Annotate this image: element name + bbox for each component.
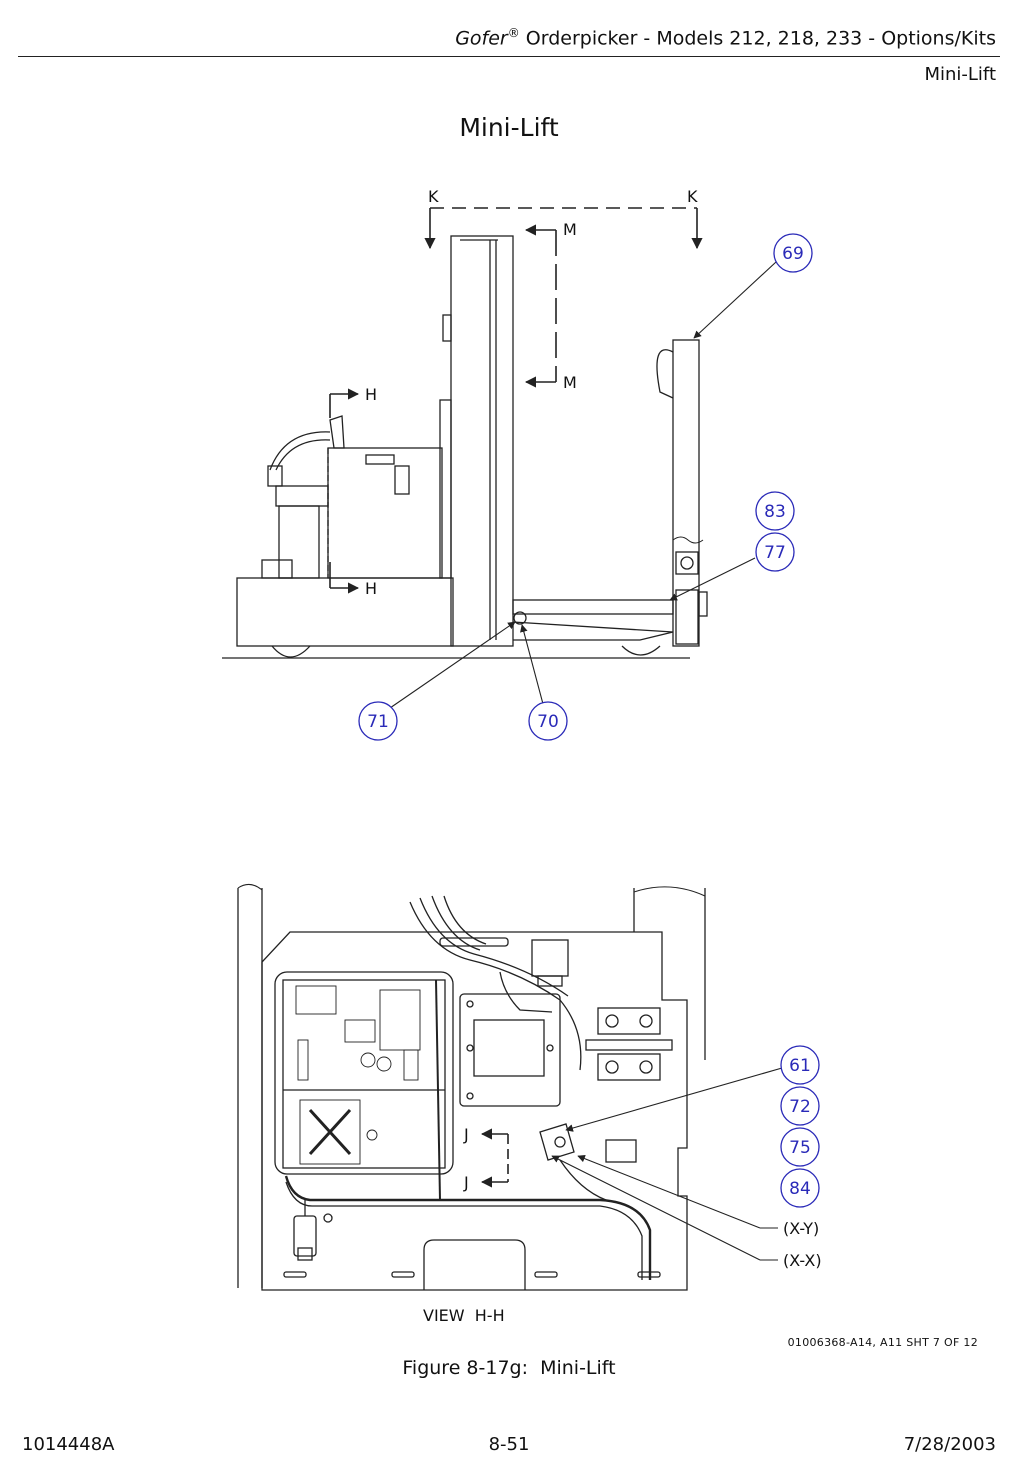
header-rule bbox=[18, 56, 1000, 57]
section-label-j-top: J bbox=[463, 1125, 469, 1144]
callout-84: 84 bbox=[789, 1179, 811, 1199]
callout-71: 71 bbox=[367, 712, 389, 732]
leader-61 bbox=[565, 1067, 783, 1132]
mast bbox=[450, 235, 514, 647]
section-label-k-right: K bbox=[687, 187, 698, 206]
view-hh bbox=[237, 884, 706, 1291]
section-lines-hh bbox=[480, 1128, 509, 1188]
callout-77: 77 bbox=[764, 543, 786, 563]
panel-outline bbox=[261, 931, 688, 1291]
side-view bbox=[222, 235, 708, 659]
registered-mark: ® bbox=[507, 26, 520, 40]
section-label-m-bottom: M bbox=[563, 373, 577, 392]
callout-69-circle bbox=[773, 233, 813, 273]
callout-69: 69 bbox=[782, 244, 804, 264]
callouts-side: 69 83 77 71 70 bbox=[358, 233, 813, 741]
controller-enclosure bbox=[274, 971, 454, 1175]
leader-71 bbox=[389, 621, 516, 709]
figure-caption: Figure 8-17g: Mini-Lift bbox=[402, 1357, 616, 1379]
section-label-m-top: M bbox=[563, 220, 577, 239]
header-brand: Gofer bbox=[455, 27, 508, 50]
fork-platform bbox=[512, 599, 674, 615]
leader-77 bbox=[669, 557, 756, 601]
leader-x-y bbox=[577, 1154, 761, 1229]
callout-84-circle bbox=[780, 1168, 820, 1208]
leader-70 bbox=[520, 624, 544, 705]
header-title-rest: Orderpicker - Models 212, 218, 233 - Opt… bbox=[519, 27, 996, 50]
guard-rail bbox=[672, 339, 700, 647]
callout-83: 83 bbox=[764, 502, 786, 522]
section-label-j-bottom: J bbox=[463, 1173, 469, 1192]
callout-75-circle bbox=[780, 1127, 820, 1167]
section-label-h-top: H bbox=[365, 385, 377, 404]
contactor-box bbox=[459, 993, 561, 1107]
callout-72: 72 bbox=[789, 1097, 811, 1117]
connector-plug bbox=[531, 939, 569, 977]
connector-label-x-y: (X-Y) bbox=[783, 1219, 819, 1238]
callout-61-circle bbox=[780, 1045, 820, 1085]
footer-page-number: 8-51 bbox=[488, 1434, 530, 1455]
header-section: Mini-Lift bbox=[924, 64, 996, 85]
callout-70: 70 bbox=[537, 712, 559, 732]
callout-72-circle bbox=[780, 1086, 820, 1126]
section-lines-side bbox=[329, 207, 703, 594]
callout-75: 75 bbox=[789, 1138, 811, 1158]
control-compartment bbox=[327, 447, 443, 579]
wire-harness bbox=[284, 1175, 652, 1280]
footer-doc-number: 1014448A bbox=[22, 1434, 115, 1455]
logic-board bbox=[282, 979, 446, 1169]
section-label-h-bottom: H bbox=[365, 579, 377, 598]
callout-71-circle bbox=[358, 701, 398, 741]
page-title: Mini-Lift bbox=[459, 113, 559, 142]
header-title: Gofer® Orderpicker - Models 212, 218, 23… bbox=[455, 26, 996, 49]
callout-61: 61 bbox=[789, 1056, 811, 1076]
leader-69 bbox=[693, 261, 777, 339]
limit-switch bbox=[539, 1123, 575, 1161]
leader-x-x bbox=[551, 1155, 761, 1261]
connector-label-x-x: (X-X) bbox=[783, 1251, 822, 1270]
callout-70-circle bbox=[528, 701, 568, 741]
rear-wheel bbox=[621, 645, 661, 656]
callout-77-circle bbox=[755, 532, 795, 572]
callouts-hh: 61 72 75 84 bbox=[780, 1045, 820, 1208]
view-hh-title: VIEW H-H bbox=[423, 1306, 505, 1325]
front-wheel bbox=[271, 645, 311, 658]
drawing-number: 01006368-A14, A11 SHT 7 OF 12 bbox=[787, 1336, 978, 1349]
footer-date: 7/28/2003 bbox=[903, 1434, 996, 1455]
section-label-k-left: K bbox=[428, 187, 439, 206]
callout-83-circle bbox=[755, 491, 795, 531]
